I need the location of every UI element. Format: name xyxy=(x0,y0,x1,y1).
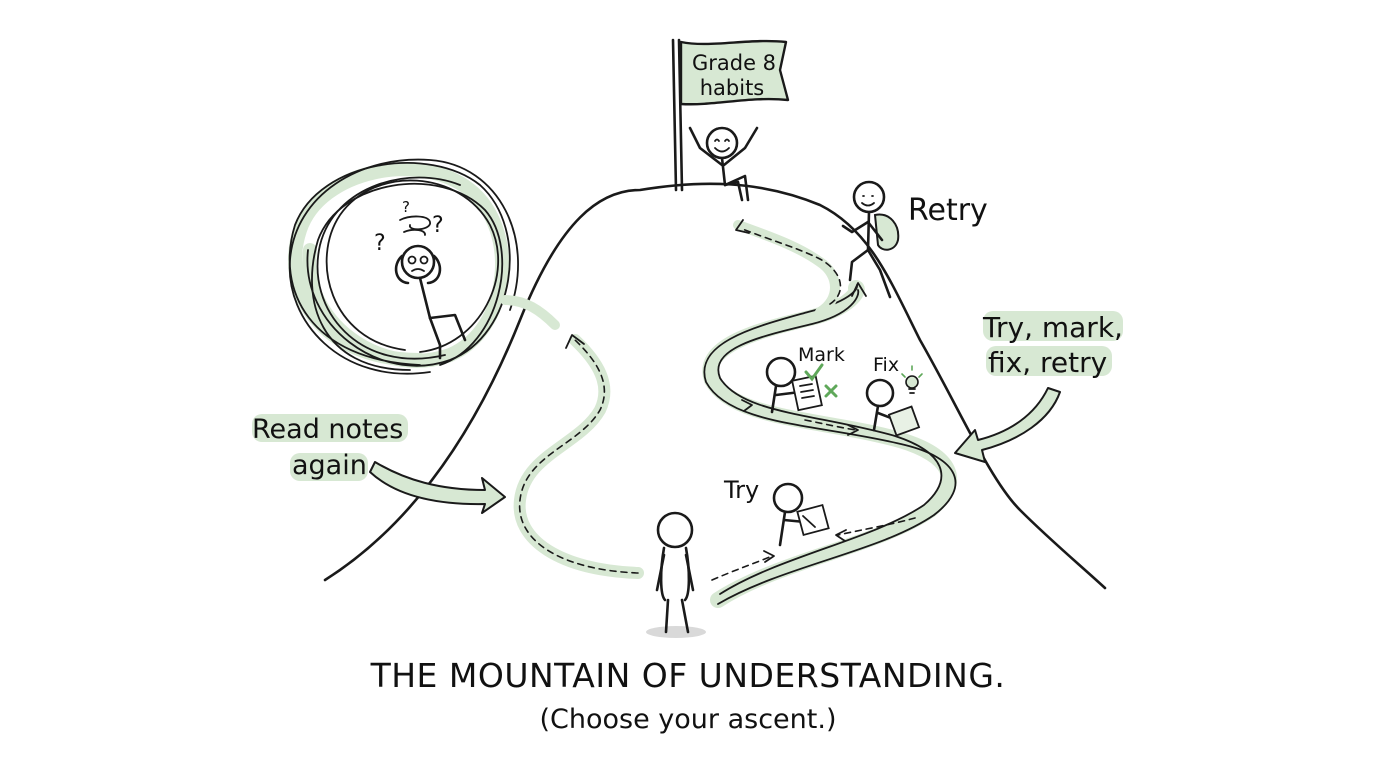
cross-icon xyxy=(824,384,838,398)
reread-path xyxy=(513,334,644,579)
cycle-text-line1: Try, mark, xyxy=(982,311,1123,344)
read-notes-label: Read notes again xyxy=(252,414,408,481)
checkmark-icon xyxy=(804,363,824,382)
celebrating-figure xyxy=(688,126,759,202)
loop-arrow xyxy=(741,399,753,412)
summit-flag: Grade 8 habits xyxy=(671,38,790,192)
swirl-icon xyxy=(399,215,431,236)
try-figure xyxy=(772,482,830,547)
read-notes-text: Read notes xyxy=(252,414,403,445)
diagram-subtitle: (Choose your ascent.) xyxy=(539,704,837,735)
read-notes-arrow xyxy=(369,461,506,514)
lightbulb-icon xyxy=(901,365,923,394)
cycle-arrow xyxy=(954,387,1061,463)
fix-label: Fix xyxy=(873,354,899,376)
question-mark-icon: ? xyxy=(374,231,386,256)
retry-label: Retry xyxy=(908,193,988,228)
cycle-text-line2: fix, retry xyxy=(988,346,1107,379)
mountain-outline xyxy=(323,182,1107,590)
mark-to-fix-arrow xyxy=(804,419,857,431)
cycle-path xyxy=(702,219,957,608)
question-mark-icon: ? xyxy=(432,213,444,238)
try-arrow xyxy=(711,555,773,581)
diagram-title: THE MOUNTAIN OF UNDERSTANDING. xyxy=(370,656,1006,695)
mark-label: Mark xyxy=(798,344,845,366)
caption: THE MOUNTAIN OF UNDERSTANDING. (Choose y… xyxy=(0,652,1376,740)
main-figure xyxy=(646,511,706,638)
hiker-figure xyxy=(841,180,900,299)
flag-text-line1: Grade 8 xyxy=(692,51,776,75)
confused-figure: ? ? ? xyxy=(374,198,467,360)
cycle-label: Try, mark, fix, retry xyxy=(982,311,1123,379)
try-label: Try xyxy=(723,476,759,504)
fix-to-try-arrow xyxy=(837,517,916,536)
flag-text-line2: habits xyxy=(700,76,765,100)
question-mark-icon: ? xyxy=(402,198,410,216)
confusion-spiral xyxy=(288,158,560,375)
fix-figure xyxy=(865,365,923,437)
mark-figure xyxy=(765,356,838,414)
again-text: again xyxy=(292,450,367,481)
